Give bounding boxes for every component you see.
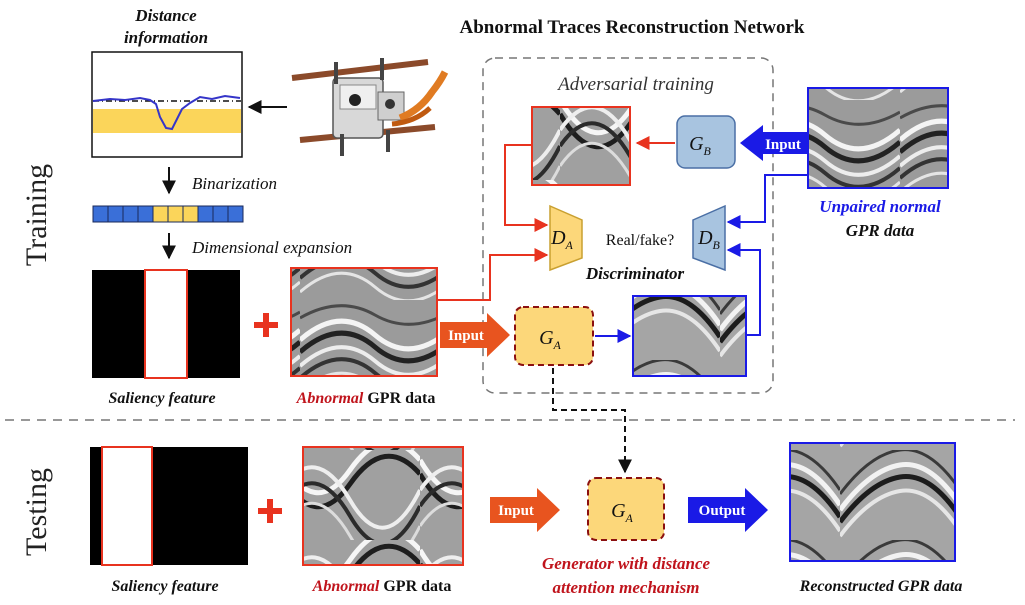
input-arrow-testing: Input — [490, 488, 560, 532]
gpr-data-suffix: GPR data — [363, 390, 435, 407]
discriminator-a-node — [549, 204, 583, 272]
abnormal-word: Abnormal — [296, 390, 364, 407]
reconstructed-gpr-label: Reconstructed GPR data — [799, 578, 963, 595]
training-section-label: Training — [20, 164, 53, 266]
binary-cell — [152, 205, 169, 223]
output-arrow-testing: Output — [688, 488, 768, 532]
generator-a-node-testing — [587, 477, 665, 541]
distance-info-plot — [91, 51, 243, 158]
reconstructed-to-db-line — [726, 243, 761, 336]
adversarial-training-box — [482, 57, 774, 394]
generated-abnormal-image — [531, 106, 631, 186]
saliency-feature-label-testing: Saliency feature — [111, 578, 218, 595]
input-arrow-normal: Input — [740, 125, 808, 161]
distance-info-title-line2: information — [124, 28, 208, 47]
generator-b-node — [676, 115, 736, 169]
binary-cell — [107, 205, 124, 223]
binary-cell — [227, 205, 244, 223]
testing-section-label: Testing — [20, 468, 53, 556]
svg-text:Input: Input — [448, 328, 484, 344]
distance-info-title-line1: Distance — [134, 6, 197, 25]
input-arrow-training: Input — [440, 313, 510, 357]
binarization-label: Binarization — [192, 174, 277, 193]
svg-text:Output: Output — [699, 503, 746, 519]
unpaired-normal-gpr-data-label: GPR data — [846, 221, 915, 240]
discriminator-b-label: DB — [697, 227, 720, 252]
generator-a-node-training — [514, 306, 594, 366]
unpaired-normal-label: Unpaired normal — [819, 197, 941, 216]
reconstructed-gpr-image — [789, 442, 956, 562]
binary-cell — [212, 205, 229, 223]
normal-to-db-line — [726, 174, 808, 229]
generator-description-line2: attention mechanism — [553, 578, 700, 597]
abnormal-gpr-label-training: Abnormal GPR data — [296, 390, 436, 407]
abnormal-gpr-label-testing: Abnormal GPR data — [312, 578, 452, 595]
discriminator-a-label: DA — [550, 227, 573, 252]
adversarial-training-label: Adversarial training — [556, 74, 714, 95]
binary-cell — [167, 205, 184, 223]
plus-icon — [254, 313, 278, 337]
abnormal-gpr-image-training — [290, 267, 438, 377]
discriminator-label: Discriminator — [585, 264, 685, 283]
saliency-feature-testing — [90, 446, 248, 566]
generated-normal-image — [632, 295, 747, 377]
generator-a-label-training: GA — [539, 327, 561, 352]
diagram-title: Abnormal Traces Reconstruction Network — [460, 17, 805, 38]
plus-icon-testing — [258, 499, 282, 523]
generator-description-line1: Generator with distance — [542, 554, 711, 573]
generated-to-da-line — [504, 144, 549, 232]
binary-cell — [182, 205, 199, 223]
discriminator-b-node — [692, 204, 726, 272]
binary-cell — [122, 205, 139, 223]
abnormal-gpr-image-testing — [302, 446, 464, 566]
svg-text:Input: Input — [765, 137, 801, 153]
saliency-feature-label-training: Saliency feature — [108, 390, 215, 407]
unpaired-normal-gpr-image — [807, 87, 949, 189]
gpr-robot-icon — [291, 58, 449, 156]
generator-b-label: GB — [689, 133, 711, 158]
dimensional-expansion-label: Dimensional expansion — [191, 238, 352, 257]
binary-cell — [92, 205, 109, 223]
binary-cell — [197, 205, 214, 223]
abnormal-to-da-line — [437, 248, 549, 301]
shared-generator-link — [552, 368, 632, 474]
binary-cell — [137, 205, 154, 223]
binary-vector — [92, 205, 244, 223]
real-fake-label: Real/fake? — [606, 232, 674, 249]
generator-a-label-testing: GA — [611, 500, 633, 525]
saliency-feature-training — [92, 269, 240, 379]
svg-text:Input: Input — [498, 503, 534, 519]
